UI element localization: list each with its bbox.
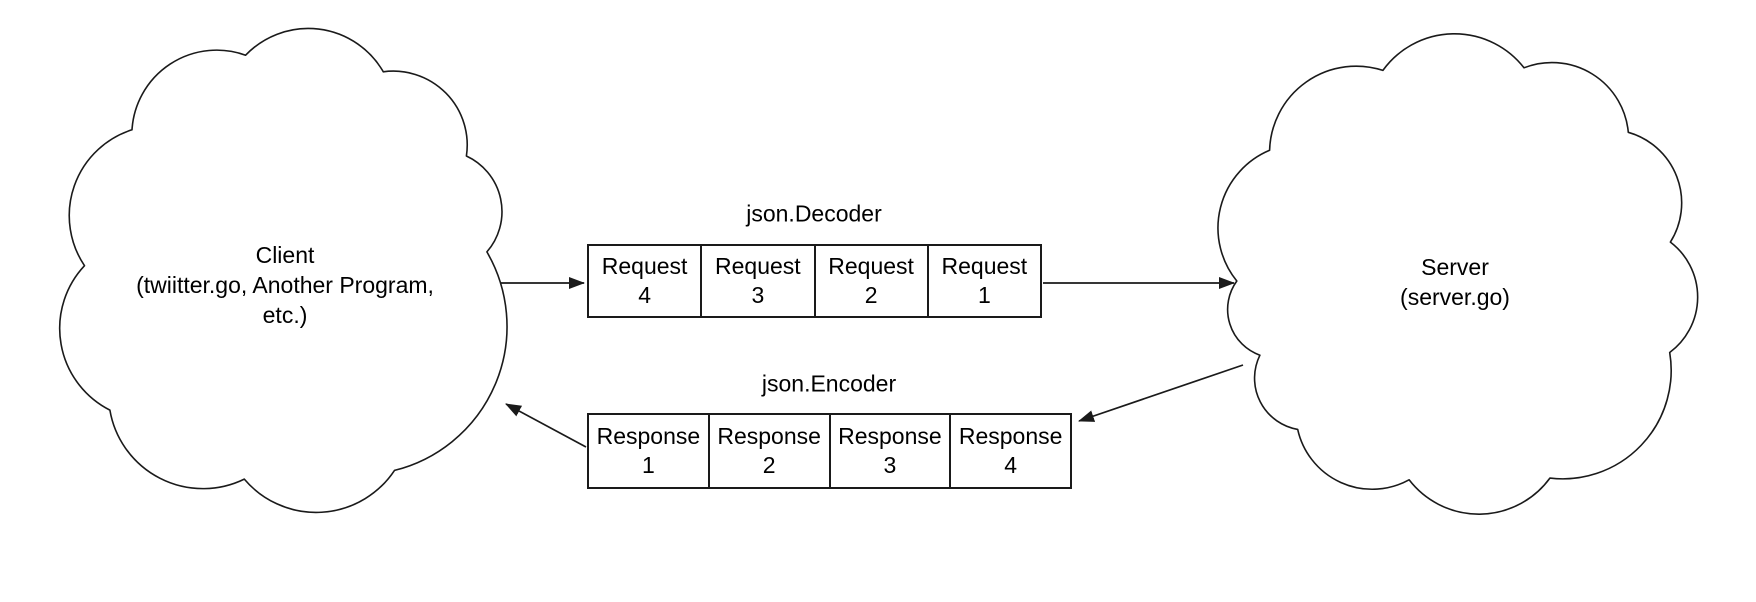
server-cloud-shape bbox=[1217, 33, 1699, 515]
request-cell-4-word: Request bbox=[601, 253, 688, 279]
response-queue: Response 1 Response 2 Response 3 Respons… bbox=[587, 413, 1072, 489]
arrow-encoder-queue-to-client bbox=[505, 403, 587, 448]
client-label-line2: (twiitter.go, Another Program, bbox=[136, 272, 434, 298]
encoder-queue-title: json.Encoder bbox=[761, 370, 897, 397]
request-cell-4: Request 4 bbox=[589, 246, 700, 316]
response-cell-2-word: Response bbox=[717, 423, 821, 449]
response-cell-3: Response 3 bbox=[828, 415, 950, 487]
response-cell-4: Response 4 bbox=[949, 415, 1070, 487]
client-label-line1: Client bbox=[255, 242, 315, 268]
response-cell-1-word: Response bbox=[596, 423, 701, 449]
response-cell-3-word: Response bbox=[838, 423, 942, 449]
response-cell-4-word: Response bbox=[958, 423, 1063, 449]
request-cell-3-word: Request bbox=[715, 253, 801, 279]
response-cell-1: Response 1 bbox=[589, 415, 708, 487]
client-cloud-shape bbox=[58, 27, 508, 514]
server-label-line2: (server.go) bbox=[1400, 284, 1510, 310]
request-cell-2-word: Request bbox=[828, 253, 914, 279]
request-cell-2-num: 2 bbox=[864, 282, 878, 308]
client-label-line3: etc.) bbox=[262, 302, 308, 328]
request-cell-3-num: 3 bbox=[751, 282, 765, 308]
response-cell-3-num: 3 bbox=[883, 452, 897, 478]
request-queue: Request 4 Request 3 Request 2 Request 1 bbox=[587, 244, 1042, 318]
client-cloud-label: Client (twiitter.go, Another Program, et… bbox=[136, 240, 434, 330]
response-cell-1-num: 1 bbox=[641, 452, 655, 478]
response-cell-4-num: 4 bbox=[1004, 452, 1018, 478]
server-cloud-label: Server (server.go) bbox=[1400, 252, 1510, 312]
arrow-server-to-encoder-queue bbox=[1078, 364, 1244, 422]
decoder-queue-title: json.Decoder bbox=[746, 200, 882, 227]
request-cell-2: Request 2 bbox=[813, 246, 927, 316]
request-cell-1-num: 1 bbox=[977, 282, 991, 308]
response-cell-2: Response 2 bbox=[707, 415, 829, 487]
request-cell-1-word: Request bbox=[941, 253, 1028, 279]
request-cell-4-num: 4 bbox=[638, 282, 652, 308]
request-cell-1: Request 1 bbox=[926, 246, 1040, 316]
server-label-line1: Server bbox=[1421, 254, 1489, 280]
request-cell-3: Request 3 bbox=[700, 246, 813, 316]
response-cell-2-num: 2 bbox=[762, 452, 776, 478]
